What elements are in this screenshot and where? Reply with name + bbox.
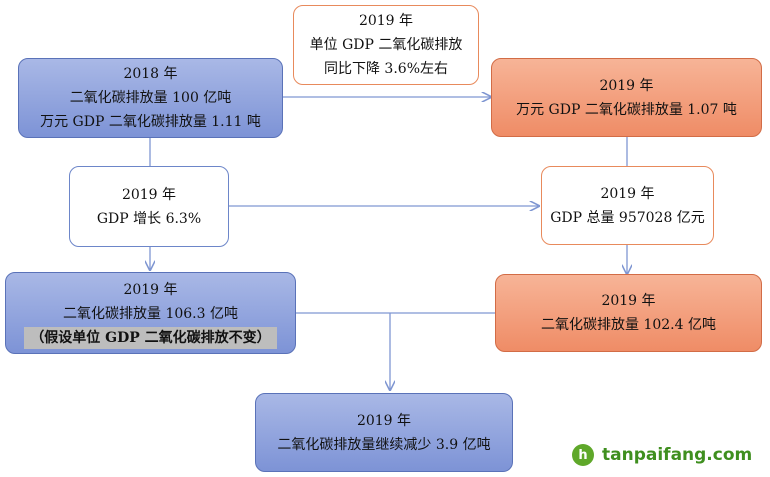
note-line-year: 2019 年 [358,13,414,29]
box-2018-emissions: 2018 年 二氧化碳排放量 100 亿吨 万元 GDP 二氧化碳排放量 1.1… [18,58,283,138]
leaf-logo-icon: h [572,444,594,466]
box-actual-year: 2019 年 [601,293,656,309]
box-reduction-year: 2019 年 [356,412,412,429]
note-box-unit-gdp-decline: 2019 年 单位 GDP 二氧化碳排放 同比下降 3.6%左右 [293,5,479,85]
box-2019-intensity: 2019 年 万元 GDP 二氧化碳排放量 1.07 吨 [491,58,762,137]
box-actual-value: 二氧化碳排放量 102.4 亿吨 [541,317,716,333]
box-2019-assumed-emissions: 2019 年 二氧化碳排放量 106.3 亿吨 （假设单位 GDP 二氧化碳排放… [5,272,296,354]
box-assumed-year: 2019 年 [123,281,178,298]
box-2018-intensity: 万元 GDP 二氧化碳排放量 1.11 吨 [40,114,261,130]
box-reduction-value: 二氧化碳排放量继续减少 3.9 亿吨 [277,436,491,453]
note-line-decline: 同比下降 3.6%左右 [323,61,449,77]
note-line-subject: 单位 GDP 二氧化碳排放 [309,37,463,53]
box-2019-emission-reduction: 2019 年 二氧化碳排放量继续减少 3.9 亿吨 [255,393,513,472]
box-2019-intensity-value: 万元 GDP 二氧化碳排放量 1.07 吨 [516,101,737,118]
watermark-logo: h tanpaifang.com [572,444,752,466]
box-gdp-total-year: 2019 年 [600,185,655,202]
box-gdp-growth-year: 2019 年 [121,186,177,203]
box-gdp-total-value: GDP 总量 957028 亿元 [550,209,705,226]
box-2018-year: 2018 年 [123,66,178,82]
box-gdp-growth-value: GDP 增长 6.3% [96,210,202,227]
box-2019-gdp-total: 2019 年 GDP 总量 957028 亿元 [541,166,714,245]
box-2019-intensity-year: 2019 年 [599,77,654,94]
box-2018-emissions-total: 二氧化碳排放量 100 亿吨 [69,90,232,106]
box-2019-actual-emissions: 2019 年 二氧化碳排放量 102.4 亿吨 [495,274,762,352]
watermark-text: tanpaifang.com [602,445,753,465]
box-assumed-assumption-note: （假设单位 GDP 二氧化碳排放不变） [24,326,277,349]
box-2019-gdp-growth: 2019 年 GDP 增长 6.3% [69,166,229,247]
box-assumed-value: 二氧化碳排放量 106.3 亿吨 [63,305,238,322]
